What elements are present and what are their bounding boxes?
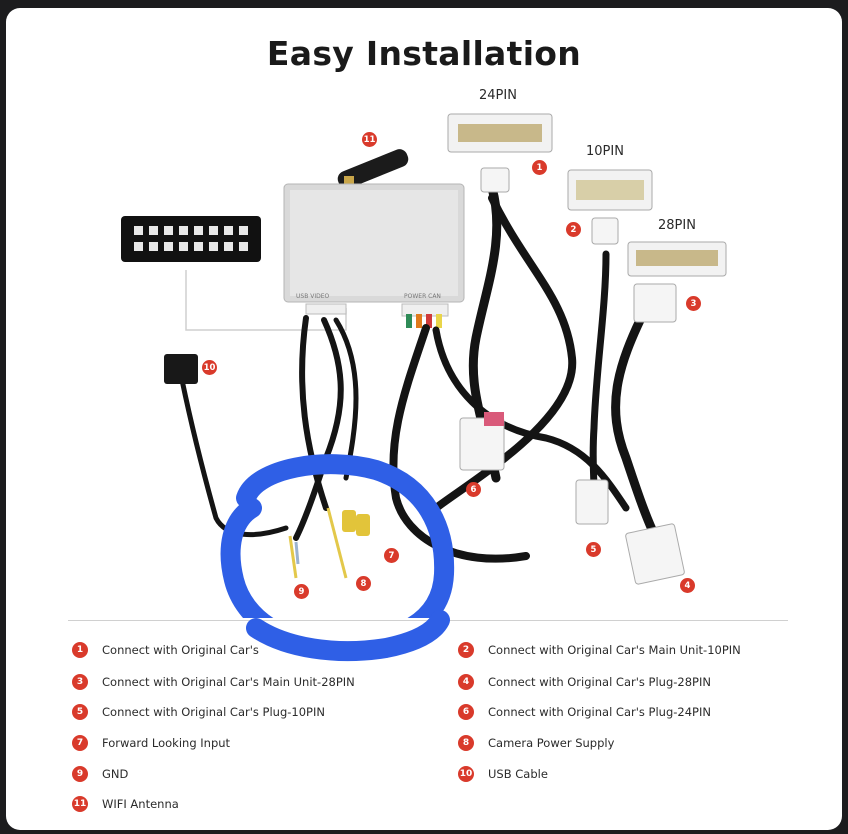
legend-text: Connect with Original Car's Plug-24PIN [488,705,711,719]
wifi-antenna [337,149,409,190]
legend-text: Forward Looking Input [102,736,231,750]
diagram-badge-7: 7 [384,548,399,563]
legend-text: Connect with Original Car's [102,643,259,657]
legend-number: 2 [458,642,474,658]
legend-number: 9 [72,766,88,782]
legend-item-10: 10 USB Cable [458,766,548,782]
legend-text: GND [102,767,129,781]
legend-number: 8 [458,735,474,751]
legend-item-9: 9 GND [72,766,128,782]
diagram-title: Easy Installation [266,34,582,73]
legend-item-11: 11 WIFI Antenna [72,796,179,812]
legend-number: 7 [72,735,88,751]
product-card: Easy Installation [6,8,842,830]
diagram-badge-11: 11 [362,132,377,147]
legend-text: USB Cable [488,767,548,781]
legend-text: Camera Power Supply [488,736,615,750]
label-28pin: 28PIN [658,218,696,233]
connector-28pin-image [627,241,727,277]
blue-highlight-tail [246,610,450,662]
legend-number: 11 [72,796,88,812]
svg-text:POWER CAN: POWER CAN [404,293,441,300]
legend-text: Connect with Original Car's Main Unit-28… [102,675,355,689]
diagram-badge-3: 3 [686,296,701,311]
legend-text: Connect with Original Car's Main Unit-10… [488,643,741,657]
diagram-badge-5: 5 [586,542,601,557]
diagram-badge-10: 10 [202,360,217,375]
legend-item-1: 1 Connect with Original Car's [72,642,259,658]
legend-text: Connect with Original Car's Plug-10PIN [102,705,325,719]
legend-item-4: 4 Connect with Original Car's Plug-28PIN [458,674,711,690]
connector-24pin-image [447,113,553,153]
legend-item-8: 8 Camera Power Supply [458,735,614,751]
legend-item-7: 7 Forward Looking Input [72,735,230,751]
diagram-badge-2: 2 [566,222,581,237]
legend-item-3: 3 Connect with Original Car's Main Unit-… [72,674,355,690]
svg-text:USB VIDEO: USB VIDEO [296,293,330,300]
legend-number: 3 [72,674,88,690]
diagram-badge-6: 6 [466,482,481,497]
legend-number: 1 [72,642,88,658]
diagram-badge-8: 8 [356,576,371,591]
legend-text: WIFI Antenna [102,797,179,811]
diagram-badge-1: 1 [532,160,547,175]
legend-number: 6 [458,704,474,720]
legend-number: 5 [72,704,88,720]
blue-highlight-circle [220,454,455,618]
diagram-badge-4: 4 [680,578,695,593]
diagram-badge-9: 9 [294,584,309,599]
legend-item-5: 5 Connect with Original Car's Plug-10PIN [72,704,325,720]
legend-text: Connect with Original Car's Plug-28PIN [488,675,711,689]
legend-item-6: 6 Connect with Original Car's Plug-24PIN [458,704,711,720]
guide-line [185,270,347,331]
obd-adapter-panel [121,216,261,262]
interface-box: USB VIDEO POWER CAN [283,183,465,328]
wiring-diagram: USB VIDEO POWER CAN [121,113,727,618]
connector-10pin-image [567,169,653,211]
legend-number: 4 [458,674,474,690]
label-10pin: 10PIN [586,144,624,159]
cable-end-connectors [164,167,685,585]
label-24pin: 24PIN [479,88,517,103]
legend-item-2: 2 Connect with Original Car's Main Unit-… [458,642,741,658]
legend-number: 10 [458,766,474,782]
